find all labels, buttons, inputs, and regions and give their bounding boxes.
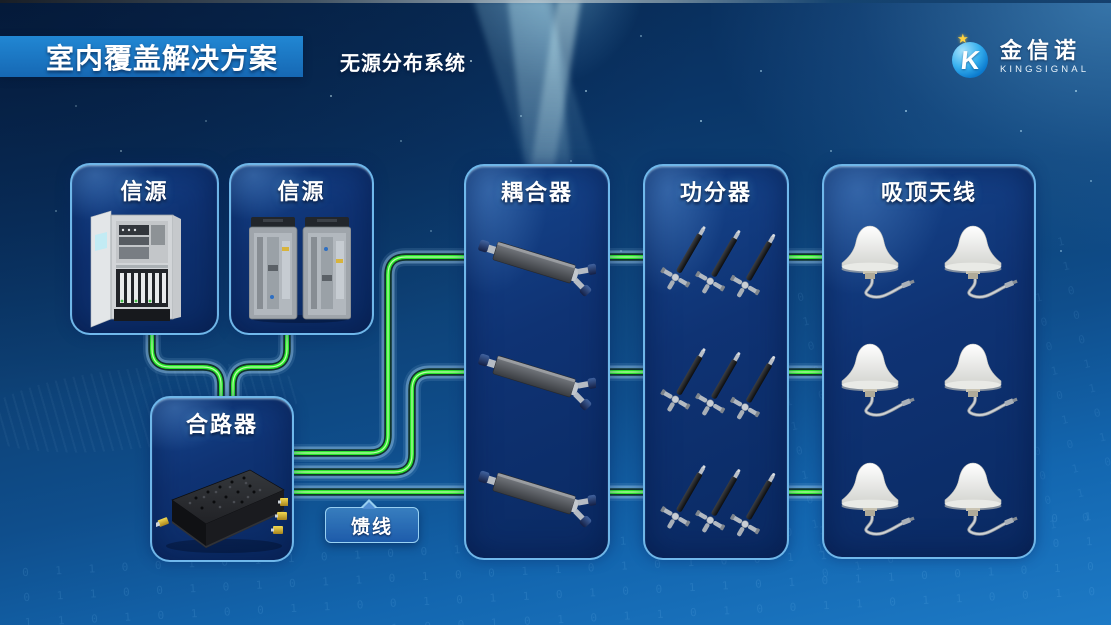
ceiling-antenna-image <box>942 461 1020 536</box>
panel-signal-source-2: 信源 <box>229 163 374 335</box>
star-icon: ★ <box>957 31 969 46</box>
feeder-cable-tooltip: 馈线 <box>325 499 419 543</box>
ceiling-antenna-image <box>942 342 1020 417</box>
bts-modules-image <box>249 217 351 323</box>
ceiling-antenna-image <box>942 224 1020 299</box>
coupler-device-image <box>476 342 596 412</box>
coupler-device-image <box>476 459 596 529</box>
power-splitter-image <box>656 340 776 420</box>
feeder-cable-label: 馈线 <box>350 516 393 538</box>
bts-cabinet-image <box>90 210 181 328</box>
panel-label: 耦合器 <box>500 180 573 205</box>
panel-label: 吸顶天线 <box>880 180 977 205</box>
title-banner: 室内覆盖解决方案 <box>0 36 303 77</box>
ceiling-antenna-image <box>839 342 917 417</box>
panel-signal-source-1: 信源 <box>70 163 219 335</box>
panel-label: 信源 <box>277 179 326 204</box>
ceiling-antenna-image <box>839 461 917 536</box>
panel-combiner: 合路器 <box>150 396 294 562</box>
brand-name-en: KINGSIGNAL <box>1000 64 1090 76</box>
logo-circle-icon: K <box>952 42 988 78</box>
logo-mark: ★ K <box>952 31 990 78</box>
combiner-box-image <box>156 469 288 553</box>
logo-letter: K <box>959 45 981 75</box>
page-title: 室内覆盖解决方案 <box>46 42 279 74</box>
top-edge-line <box>0 0 1111 3</box>
power-splitter-image <box>656 457 776 537</box>
panel-coupler: 耦合器 <box>464 164 610 560</box>
page-subtitle: 无源分布系统 <box>340 53 466 75</box>
panel-label: 信源 <box>120 179 169 204</box>
panel-label: 合路器 <box>185 412 258 437</box>
panel-splitter: 功分器 <box>643 164 789 560</box>
kingsignal-logo: ★ K 金信诺 KINGSIGNAL <box>952 31 1089 78</box>
panel-ceiling-antenna: 吸顶天线 <box>822 164 1036 559</box>
brand-name-cn: 金信诺 <box>1000 37 1082 63</box>
logo-text: 金信诺 KINGSIGNAL <box>1000 39 1089 75</box>
ceiling-antenna-image <box>839 224 917 299</box>
panel-label: 功分器 <box>679 180 752 205</box>
power-splitter-image <box>656 218 776 298</box>
coupler-device-image <box>476 228 596 298</box>
